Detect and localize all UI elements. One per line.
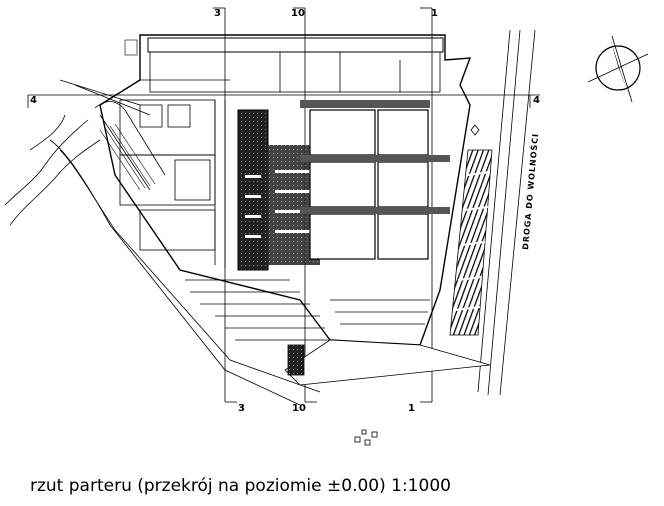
floor-plan-drawing: 3 10 1 3 10 1 4 4 DROGA DO WOLNOŚCI	[4, 7, 649, 446]
north-arrow-icon	[587, 35, 649, 103]
axis-label-bottom-1: 1	[408, 403, 415, 414]
plan-caption: rzut parteru (przekrój na poziomie ±0.00…	[30, 476, 451, 496]
parking-hatch	[449, 149, 493, 336]
studio-boxes	[309, 109, 429, 260]
axis-label-right-4: 4	[533, 95, 540, 106]
axis-label-top-3: 3	[214, 8, 221, 19]
road-drogа-do-wolnosci	[477, 29, 536, 396]
central-hall	[237, 109, 269, 271]
hall-seats	[245, 170, 310, 238]
road-label: DROGA DO WOLNOŚCI	[519, 132, 540, 250]
stairs	[99, 39, 156, 191]
parking-bays	[454, 171, 491, 311]
site-outline	[4, 79, 321, 406]
small-marks	[354, 124, 480, 446]
axis-label-bottom-10: 10	[292, 403, 306, 414]
rooms-left	[119, 99, 226, 268]
axis-label-bottom-3: 3	[238, 403, 245, 414]
axis-label-top-10: 10	[291, 8, 305, 19]
axis-label-left-4: 4	[30, 95, 37, 106]
axis-label-top-1: 1	[431, 8, 438, 19]
corridor-bands	[300, 100, 450, 214]
plaza-lines	[185, 279, 491, 386]
